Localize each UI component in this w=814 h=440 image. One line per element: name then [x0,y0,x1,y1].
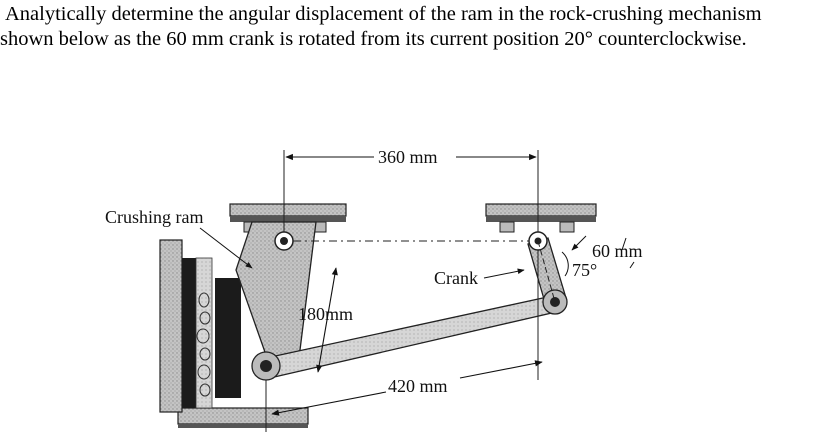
crank-label: Crank [434,268,478,288]
crushing-ram-callout: Crushing ram [105,207,253,269]
problem-statement: Analytically determine the angular displ… [0,2,814,52]
dim-420: 420 mm [271,360,543,416]
dim-420-label: 420 mm [388,376,448,396]
problem-line-2: shown below as the 60 mm crank is rotate… [0,28,747,50]
dim-180: 180mm [298,267,353,373]
dim-360-label: 360 mm [378,147,438,167]
crushing-ram-label: Crushing ram [105,207,204,227]
crank-callout: Crank [434,268,525,288]
problem-line-1: Analytically determine the angular displ… [5,3,762,25]
coupler-link [251,295,557,381]
right-bracket [485,203,597,233]
rocks [196,292,211,397]
angle-75-label: 75° [572,260,597,280]
dim-180-label: 180mm [298,304,353,324]
dim-360: 360 mm [285,147,537,167]
dim-60: 60 mm [571,235,643,269]
angle-75: 75° [561,251,597,280]
dim-60-label: 60 mm [592,241,643,261]
crusher-frame [159,239,241,413]
